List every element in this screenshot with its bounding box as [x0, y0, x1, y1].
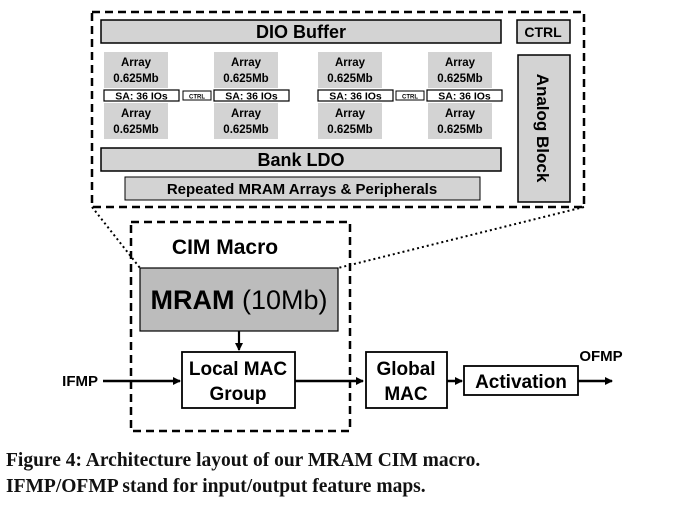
analog-block-label: Analog Block: [533, 74, 552, 183]
array-size: 0.625Mb: [327, 73, 372, 85]
ifmp-label: IFMP: [62, 373, 98, 390]
local-mac-label-1: Local MAC: [189, 359, 287, 380]
ctrl-small-box: [182, 90, 212, 101]
sa-label: SA: 36 IOs: [115, 91, 168, 103]
architecture-diagram: DIO Buffer CTRL Analog Block Array 0.625…: [62, 10, 623, 433]
array-block: [214, 103, 278, 139]
global-mac-label-1: Global: [376, 359, 435, 380]
local-mac-group-box: [181, 351, 296, 409]
array-block: [428, 103, 492, 139]
array-label: Array: [445, 108, 476, 120]
array-size: 0.625Mb: [437, 124, 482, 136]
sa-label: SA: 36 IOs: [225, 91, 278, 103]
sa-box: [103, 89, 180, 102]
array-group-row2: Array 0.625Mb Array 0.625Mb Array 0.625M…: [104, 103, 492, 139]
cim-macro-outline: [129, 220, 352, 433]
array-block: [318, 103, 382, 139]
sa-box: [317, 89, 394, 102]
bank-ldo-label: Bank LDO: [257, 150, 344, 170]
sa-label: SA: 36 IOs: [329, 91, 382, 103]
array-block: [104, 52, 168, 88]
array-label: Array: [121, 108, 152, 120]
array-label: Array: [121, 57, 152, 69]
figure-caption: Figure 4: Architecture layout of our MRA…: [6, 448, 686, 500]
caption-line-1: Figure 4: Architecture layout of our MRA…: [6, 450, 481, 471]
mram-label: MRAM (10Mb): [150, 285, 327, 315]
array-block: [214, 52, 278, 88]
array-size: 0.625Mb: [327, 124, 372, 136]
sense-amp-row: SA: 36 IOs CTRL SA: 36 IOs SA: 36 IOs CT…: [103, 89, 503, 103]
repeated-arrays-label: Repeated MRAM Arrays & Peripherals: [167, 181, 437, 198]
array-block: [428, 52, 492, 88]
zoom-detail-outline: [90, 10, 586, 209]
caption-line-2: IFMP/OFMP stand for input/output feature…: [6, 476, 426, 497]
array-block: [104, 103, 168, 139]
dio-buffer-label: DIO Buffer: [256, 22, 346, 42]
array-size: 0.625Mb: [437, 73, 482, 85]
local-mac-label-2: Group: [210, 384, 267, 405]
dio-buffer-box: [100, 19, 502, 44]
mram-box: [139, 267, 339, 332]
zoom-connector-right: [337, 206, 585, 269]
array-label: Array: [231, 108, 262, 120]
repeated-arrays-box: [124, 176, 481, 201]
sa-box: [213, 89, 290, 102]
array-block: [318, 52, 382, 88]
array-label: Array: [231, 57, 262, 69]
zoom-connector-left: [91, 206, 141, 269]
bank-ldo-box: [100, 147, 502, 172]
mram-bold: MRAM: [150, 285, 234, 315]
ofmp-label: OFMP: [579, 348, 622, 365]
sa-label: SA: 36 IOs: [438, 91, 491, 103]
array-size: 0.625Mb: [223, 124, 268, 136]
ctrl-label: CTRL: [524, 24, 562, 40]
array-group-row1: Array 0.625Mb Array 0.625Mb Array 0.625M…: [104, 52, 492, 88]
array-label: Array: [335, 57, 366, 69]
mram-size: (10Mb): [234, 285, 327, 315]
global-mac-box: [365, 351, 448, 409]
activation-box: [463, 365, 579, 396]
array-size: 0.625Mb: [113, 73, 158, 85]
ctrl-small-label: CTRL: [402, 95, 418, 101]
cim-macro-title: CIM Macro: [172, 236, 278, 259]
sa-box: [426, 89, 503, 102]
array-label: Array: [335, 108, 366, 120]
analog-block-box: [517, 54, 571, 203]
global-mac-label-2: MAC: [384, 384, 428, 405]
array-size: 0.625Mb: [113, 124, 158, 136]
activation-label: Activation: [475, 372, 567, 393]
ctrl-small-box: [395, 90, 425, 101]
ctrl-small-label: CTRL: [189, 95, 205, 101]
ctrl-box: [516, 19, 571, 44]
array-size: 0.625Mb: [223, 73, 268, 85]
array-label: Array: [445, 57, 476, 69]
